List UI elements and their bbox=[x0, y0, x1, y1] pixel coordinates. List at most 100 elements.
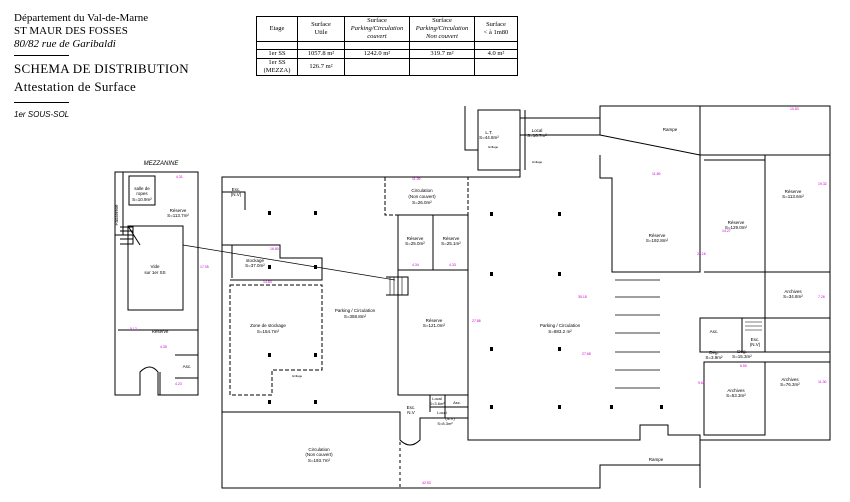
deg-a-label: Dég. bbox=[709, 350, 719, 355]
esc-nv-box bbox=[222, 191, 246, 210]
dimension-marks: 4.31 17.05 5.12 4.35 4.23 16.80 14.84 11… bbox=[130, 107, 827, 485]
asc-mezz-label: Asc. bbox=[183, 364, 192, 369]
salle-ropes-label: salle de bbox=[134, 186, 150, 191]
dim-mark: 17.05 bbox=[200, 265, 209, 269]
circ-top-sub: (Non couvert) bbox=[408, 194, 436, 199]
dim-mark: 9.63 bbox=[698, 381, 705, 385]
reserve-c-area: S=121.0m² bbox=[423, 323, 446, 328]
asc-right-label: Asc. bbox=[710, 329, 719, 334]
asc-right-box bbox=[699, 317, 743, 353]
vide-box bbox=[127, 225, 184, 311]
column bbox=[268, 211, 271, 215]
reserve-mezz-bot-label: Réserve bbox=[152, 329, 169, 334]
deg-a-area: S=3.9m² bbox=[705, 355, 723, 360]
stockage-area: S=37.0m² bbox=[245, 263, 265, 268]
circ-bottom-sub: (Non couvert) bbox=[305, 452, 333, 457]
esc-nv-b-label: Esc. bbox=[407, 405, 416, 410]
reserve-a-area: S=25.0m² bbox=[405, 241, 425, 246]
city-label: ST MAUR DES FOSSES bbox=[14, 25, 128, 37]
dim-mark: 19.32 bbox=[818, 182, 827, 186]
reserve-a-label: Réserve bbox=[407, 236, 424, 241]
col-pc-l1: Surface bbox=[367, 17, 387, 24]
reserve-f-area: S=113.6m² bbox=[782, 194, 804, 199]
column bbox=[314, 353, 317, 357]
local-a-label: Local bbox=[432, 396, 442, 401]
asc-mid-label: Asc. bbox=[453, 400, 461, 405]
archives-a-area: S=34.8m² bbox=[783, 294, 803, 299]
stockage-box bbox=[222, 244, 323, 281]
esc-right-label: Esc. bbox=[751, 337, 760, 342]
passerelle-label: Passerelle bbox=[114, 204, 119, 226]
local-a-area: S=3.6m² bbox=[429, 401, 445, 406]
circ-bottom-label: Circulation bbox=[308, 447, 330, 452]
column bbox=[268, 353, 271, 357]
reserve-mezz-top-area: S=113.7m² bbox=[167, 213, 189, 218]
esc-right-sub: (N.V) bbox=[750, 342, 761, 347]
col-small-l2: < à 1m80 bbox=[483, 29, 509, 36]
dim-mark: 35.18 bbox=[578, 295, 587, 299]
dim-mark: 23.16 bbox=[697, 252, 706, 256]
schema-title: SCHEMA DE DISTRIBUTION bbox=[14, 61, 189, 76]
reserve-d-label: Réserve bbox=[649, 233, 666, 238]
dim-mark: 5.12 bbox=[130, 327, 137, 331]
dim-mark: 14.84 bbox=[263, 280, 272, 284]
local-top-area: S=16.7m² bbox=[527, 133, 547, 138]
parking-markings bbox=[615, 279, 660, 389]
column bbox=[558, 405, 561, 409]
esc-right-steps bbox=[745, 321, 762, 331]
dim-mark: 11.89 bbox=[652, 172, 661, 176]
dim-mark: 4.34 bbox=[412, 263, 419, 267]
reserve-c-label: Réserve bbox=[426, 318, 443, 323]
column bbox=[314, 400, 317, 404]
salle-ropes-label: ropes bbox=[136, 191, 148, 196]
ramp-bottom-label: Rampe bbox=[649, 457, 664, 462]
parking-right-label: Parking / Circulation bbox=[540, 323, 581, 328]
lt-label: L.T. bbox=[485, 130, 492, 135]
header-rule bbox=[14, 55, 69, 56]
esc-nv-sub: (N.V) bbox=[231, 192, 242, 197]
archives-b-box bbox=[703, 361, 766, 436]
salle-ropes-area: S=10.9m² bbox=[132, 197, 152, 202]
archives-c-label: Archives bbox=[781, 377, 799, 382]
circ-top-area: S=26.0m² bbox=[412, 200, 432, 205]
column bbox=[490, 212, 493, 216]
mezz-asc-box bbox=[175, 354, 199, 379]
column bbox=[558, 212, 561, 216]
col-pnc-l3: Non couvert bbox=[426, 33, 458, 40]
column bbox=[490, 272, 493, 276]
address-label: 80/82 rue de Garibaldi bbox=[14, 38, 116, 50]
mezzanine-outline bbox=[114, 171, 199, 396]
local-top-label: Local bbox=[532, 128, 543, 133]
dim-mark: 10.83 bbox=[790, 107, 799, 111]
vide-sub: sur 1er SS bbox=[144, 270, 165, 275]
local-b-label: Local bbox=[437, 410, 447, 415]
lt-area: S=44.8m² bbox=[479, 135, 499, 140]
ramp-top-line bbox=[599, 134, 830, 156]
table-row: 1er SS (MEZZA) 126.7 m² bbox=[256, 58, 518, 76]
col-pc-l2: Parking/Circulation bbox=[350, 25, 404, 32]
mezz-stair-steps bbox=[120, 230, 133, 240]
dim-mark: 11.39 bbox=[412, 177, 421, 181]
dim-mark: 4.35 bbox=[160, 345, 167, 349]
parking-left-area: S=358.8m² bbox=[344, 314, 367, 319]
lt-wall bbox=[464, 106, 478, 151]
esc-nv-label: Esc. bbox=[232, 187, 241, 192]
dim-mark: 4.31 bbox=[176, 175, 183, 179]
reserve-d-area: S=192.8m² bbox=[646, 238, 669, 243]
column bbox=[490, 347, 493, 351]
dim-mark: 27.86 bbox=[472, 319, 481, 323]
reserve-e-box bbox=[704, 159, 766, 273]
reserve-b-label: Réserve bbox=[443, 236, 460, 241]
circ-bottom-area: S=193.7m² bbox=[308, 458, 331, 463]
reserve-b-area: S=25.1m² bbox=[441, 241, 461, 246]
mezzanine-title: MEZZANINE bbox=[144, 161, 180, 167]
dim-mark: 11.30 bbox=[818, 380, 827, 384]
cell-small bbox=[474, 58, 518, 76]
column bbox=[558, 347, 561, 351]
vide-stair-line bbox=[127, 225, 141, 246]
dim-mark: 42.53 bbox=[422, 481, 431, 485]
